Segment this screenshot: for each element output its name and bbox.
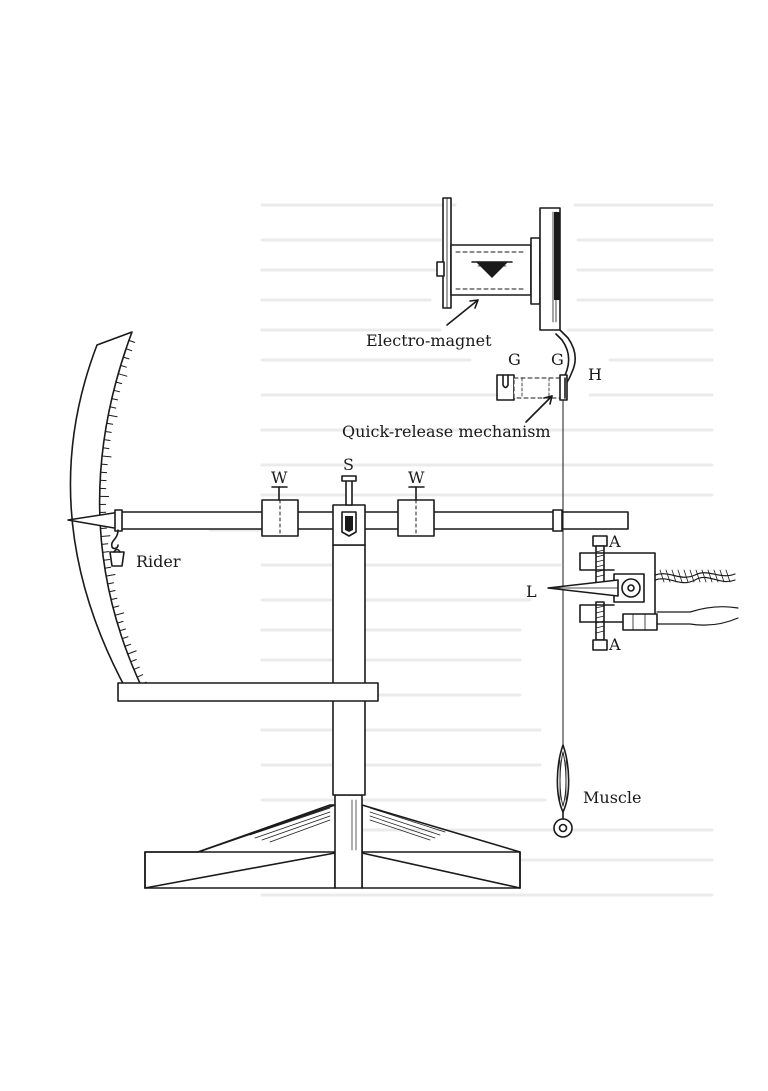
label-muscle: Muscle [583, 788, 641, 807]
scale-tick [103, 552, 109, 553]
scale-tick [105, 567, 111, 568]
label-g-left: G [508, 350, 521, 369]
label-a-top: A [608, 532, 621, 551]
scale-tick [134, 667, 140, 669]
scale-tick [129, 340, 135, 342]
scale-tick [108, 583, 114, 584]
label-electromagnet: Electro-magnet [366, 331, 492, 350]
scale-tick [109, 591, 115, 592]
scale-tick [114, 390, 120, 392]
scale-tick [105, 432, 111, 433]
scale-tick [102, 544, 108, 545]
label-a-bottom: A [608, 635, 621, 654]
scale-tick [111, 598, 117, 599]
scale-tick [110, 407, 116, 408]
scale-tick [125, 644, 131, 646]
scale-tick [121, 365, 127, 367]
scale-tick [108, 415, 117, 417]
scale-tick [122, 637, 128, 639]
label-w-left: W [271, 468, 288, 487]
label-quick-release: Quick-release mechanism [342, 422, 551, 441]
label-h: H [588, 365, 602, 384]
scale-tick [123, 357, 129, 359]
muscle [554, 745, 572, 837]
scale-tick [137, 675, 143, 677]
scale-tick [102, 456, 111, 457]
scale-tick [103, 448, 109, 449]
label-s: S [343, 455, 354, 474]
scale-tick [120, 629, 126, 631]
label-rider: Rider [136, 552, 181, 571]
scale-tick [101, 536, 110, 537]
scale-tick [117, 621, 123, 623]
scale-tick [104, 440, 110, 441]
scale-tick [126, 349, 132, 351]
scale-tick [104, 560, 110, 561]
label-w-right: W [408, 468, 425, 487]
scale-tick [106, 575, 115, 577]
stand-base [145, 795, 520, 888]
scale-tick [112, 399, 118, 400]
scale-tick [115, 613, 124, 615]
label-g-right: G [551, 350, 564, 369]
vertical-post [333, 545, 365, 795]
scale-tick [107, 423, 113, 424]
pivot-block [333, 476, 365, 545]
scale-tick [113, 606, 119, 608]
quick-release-mechanism [497, 375, 567, 422]
lower-crossbar [118, 683, 378, 701]
stop-assembly [548, 536, 738, 650]
scale-tick [131, 660, 137, 662]
label-l: L [526, 582, 537, 601]
scale-tick [116, 382, 122, 384]
rider-weight [110, 530, 124, 566]
scale-tick [101, 464, 107, 465]
scale-tick [128, 651, 136, 654]
scale-tick [118, 374, 127, 377]
